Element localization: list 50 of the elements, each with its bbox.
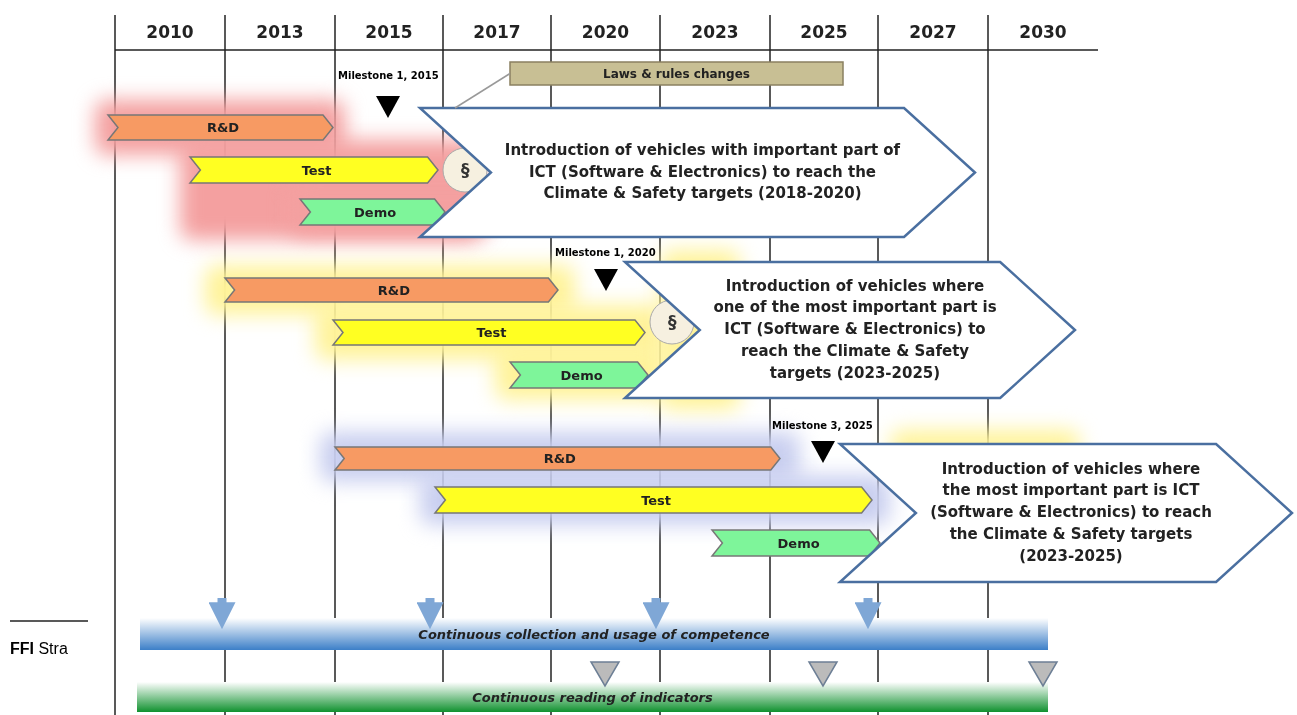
- test-bar: [333, 320, 645, 345]
- arrow-text: Introduction of vehicles where the most important part is ICT (Software & Electronics) to reach the Climate & Safety targets (2023-2025): [929, 458, 1213, 567]
- bar-label: R&D: [206, 120, 240, 135]
- leader-line: [454, 72, 511, 109]
- introduction-arrow: [840, 444, 1292, 582]
- demo-bar: [510, 362, 648, 388]
- bar-label: R&D: [543, 451, 576, 466]
- demo-bar: [712, 530, 880, 556]
- bar-label: Continuous reading of indicators: [472, 689, 713, 705]
- footer-text: FFI Stra: [10, 640, 68, 658]
- bar-label: R&D: [377, 282, 410, 298]
- rnd-bar: [225, 278, 558, 302]
- year-label: 2030: [1018, 22, 1068, 42]
- laws-box: [510, 62, 843, 85]
- bar-label: Demo: [777, 535, 820, 551]
- bar-label: Test: [641, 492, 672, 508]
- introduction-arrow: [625, 262, 1075, 398]
- demo-bar: [300, 199, 445, 225]
- introduction-arrow: [420, 108, 975, 237]
- milestone-label: Milestone 1, 2020: [555, 247, 656, 258]
- down-arrow: [642, 598, 670, 630]
- indicators-bar: [137, 682, 1048, 712]
- year-label: 2013: [255, 22, 305, 42]
- section-sign: §: [668, 312, 677, 332]
- arrow-text: Introduction of vehicles with important part of ICT (Software & Electronics) to reach the Climate & Safety targets (2018-2020): [503, 139, 902, 205]
- bar-label: Test: [476, 325, 507, 340]
- down-arrow: [208, 598, 236, 630]
- competence-bar: [140, 618, 1048, 650]
- bar-label: Test: [301, 162, 332, 178]
- section-sign: §: [461, 160, 470, 180]
- arrow-text: Introduction of vehicles where one of the most important part is ICT (Software & Electronics) to reach the Climate & Safety targets (2023-2025): [712, 275, 998, 384]
- test-bar: [435, 487, 872, 513]
- year-label: 2020: [580, 22, 631, 42]
- milestone-label: Milestone 3, 2025: [772, 420, 873, 431]
- year-label: 2010: [145, 22, 195, 42]
- rnd-bar: [335, 447, 780, 470]
- bar-label: Laws & rules changes: [603, 66, 750, 81]
- year-label: 2017: [472, 22, 522, 42]
- bar-label: Demo: [354, 204, 397, 220]
- year-label: 2027: [908, 22, 958, 42]
- year-label: 2023: [690, 22, 740, 42]
- test-bar: [190, 157, 438, 183]
- year-label: 2015: [364, 22, 414, 42]
- down-arrow: [416, 598, 444, 630]
- bar-label: Continuous collection and usage of competence: [418, 626, 770, 642]
- down-arrow: [854, 598, 882, 630]
- year-label: 2025: [799, 22, 849, 42]
- milestone-label: Milestone 1, 2015: [338, 70, 439, 81]
- rnd-bar: [108, 115, 333, 140]
- bar-label: Demo: [560, 367, 603, 383]
